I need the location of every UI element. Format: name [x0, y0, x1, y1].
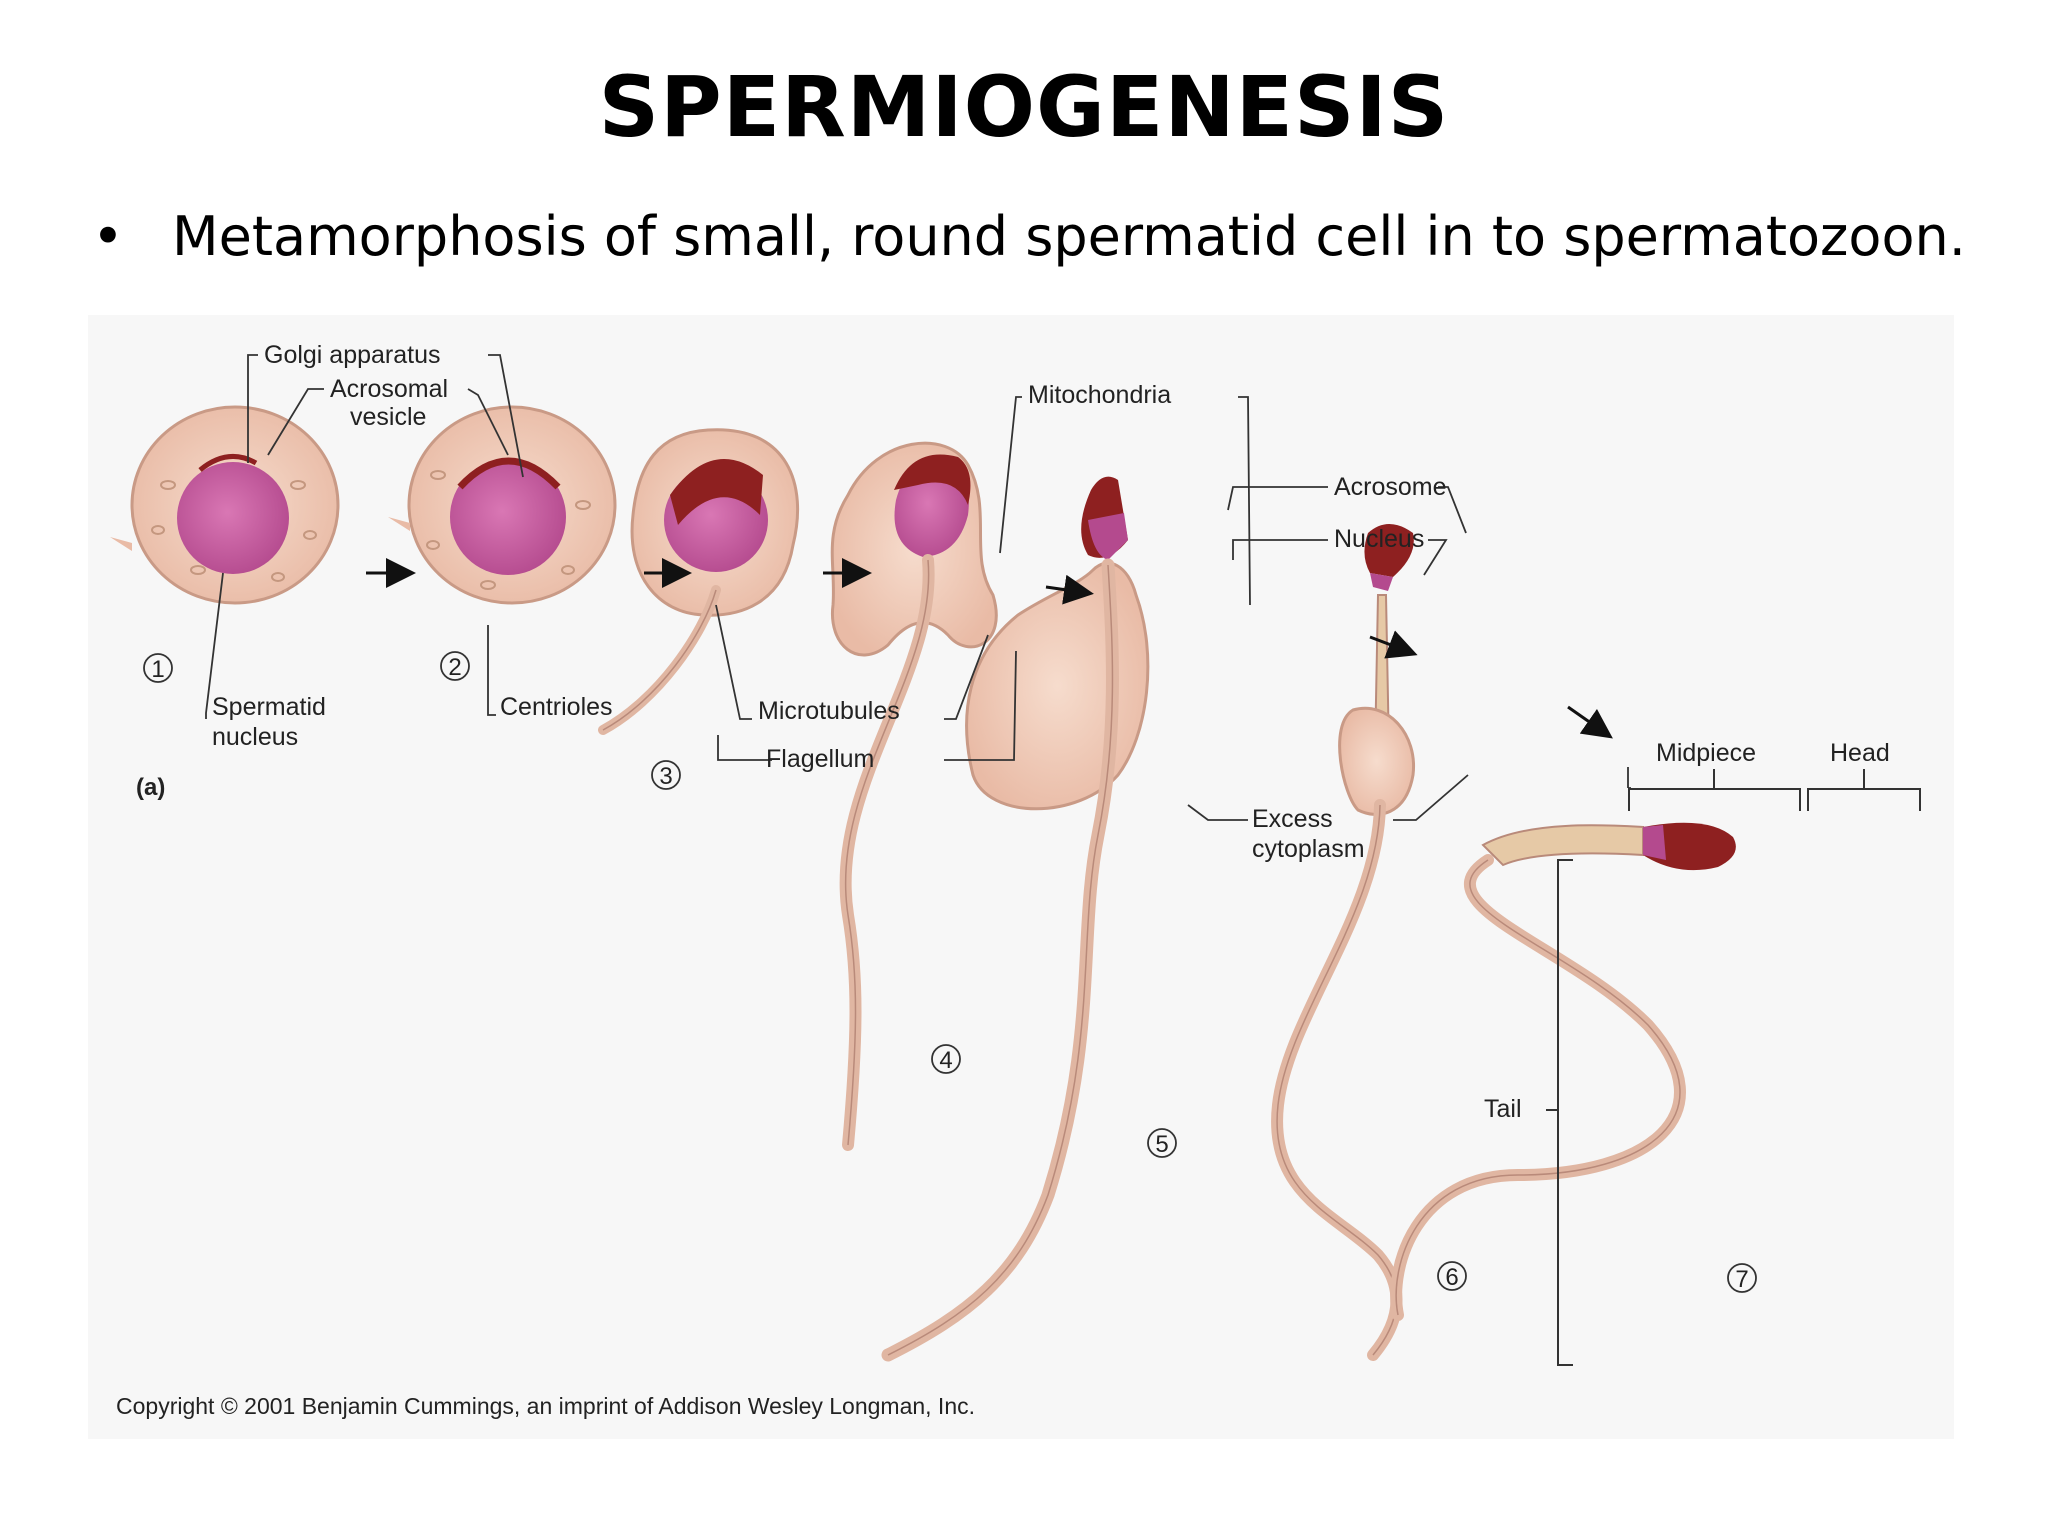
label-golgi: Golgi apparatus: [264, 341, 441, 369]
slide-title: SPERMIOGENESIS: [598, 58, 1450, 156]
brackets: [1546, 769, 1921, 1366]
stage-7-sperm: [1390, 822, 1736, 1321]
stage-number-5: 5: [1155, 1131, 1168, 1158]
stage-4-cell: [830, 441, 998, 1151]
label-nucleus: Nucleus: [1334, 525, 1424, 553]
label-head: Head: [1830, 739, 1890, 767]
spermiogenesis-diagram: Golgi apparatus Acrosomal vesicle Sperma…: [88, 315, 1954, 1439]
stage-number-4: 4: [939, 1047, 952, 1074]
bullet-point: • Metamorphosis of small, round spermatid…: [92, 205, 1966, 268]
stage-2-cell: [388, 405, 617, 605]
label-centrioles: Centrioles: [500, 693, 613, 721]
diagram-svg: Golgi apparatus Acrosomal vesicle Sperma…: [110, 341, 1921, 1366]
label-microtubules: Microtubules: [758, 697, 900, 725]
label-acrosomal-2: vesicle: [350, 403, 426, 431]
stage-number-2: 2: [448, 654, 461, 681]
label-excess-1: Excess: [1252, 805, 1333, 833]
label-midpiece: Midpiece: [1656, 739, 1756, 767]
stage-number-3: 3: [659, 763, 672, 790]
stage-number-6: 6: [1445, 1264, 1458, 1291]
arrow-6-7: [1567, 705, 1613, 739]
stage-5-cell: [881, 476, 1150, 1362]
panel-label: (a): [136, 774, 165, 801]
bullet-dot: •: [92, 205, 124, 268]
label-acrosome: Acrosome: [1334, 473, 1447, 501]
label-mitochondria: Mitochondria: [1028, 381, 1171, 409]
arrow-4-5: [1045, 574, 1094, 605]
arrow-5-6: [1369, 630, 1418, 659]
label-spermatid-2: nucleus: [212, 723, 298, 751]
stage-numbers: 1 2 3 4 5 6 7: [143, 651, 1757, 1293]
label-spermatid-1: Spermatid: [212, 693, 326, 721]
leader-lines: [205, 354, 1631, 821]
stage-3-cell: [598, 428, 800, 735]
stage-number-7: 7: [1735, 1266, 1748, 1293]
stage-arrows: [366, 558, 1613, 739]
stage-1-cell: [110, 405, 340, 605]
stage-6-cell: [1271, 524, 1416, 1361]
stage-number-1: 1: [151, 656, 164, 683]
label-acrosomal-1: Acrosomal: [330, 375, 448, 403]
copyright-text: Copyright © 2001 Benjamin Cummings, an i…: [116, 1393, 976, 1419]
label-tail: Tail: [1484, 1095, 1522, 1123]
bullet-text: Metamorphosis of small, round spermatid …: [172, 205, 1966, 268]
label-flagellum: Flagellum: [766, 745, 874, 773]
label-excess-2: cytoplasm: [1252, 835, 1365, 863]
